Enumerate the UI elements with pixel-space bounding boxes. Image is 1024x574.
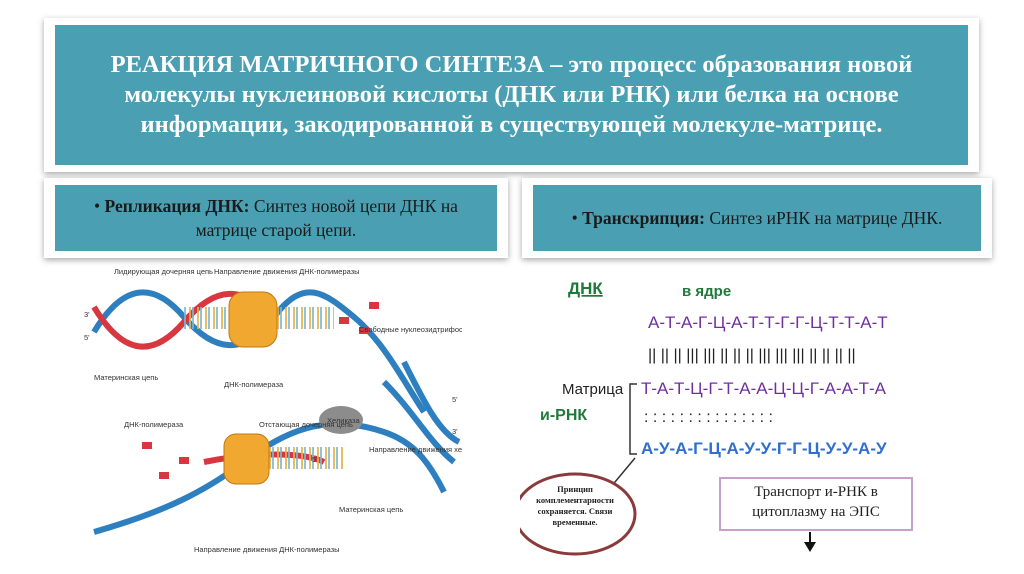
bullet-marker: • xyxy=(94,196,101,216)
matrix-label: Матрица xyxy=(562,381,624,398)
dna-bonds: || || || ||| ||| || || || ||| ||| ||| ||… xyxy=(648,347,856,364)
transport-box xyxy=(719,477,913,531)
replication-panel: • Репликация ДНК: Синтез новой цепи ДНК … xyxy=(44,178,508,258)
label-poly-mid: ДНК-полимераза xyxy=(224,380,284,389)
transport-note: Транспорт и-РНК в цитоплазму на ЭПС xyxy=(752,484,880,520)
transcription-description: Синтез иРНК на матрице ДНК. xyxy=(709,208,943,228)
transcription-panel: • Транскрипция: Синтез иРНК на матрице Д… xyxy=(522,178,992,258)
replication-text: • Репликация ДНК: Синтез новой цепи ДНК … xyxy=(66,194,486,242)
bullet-marker: • xyxy=(571,208,578,228)
label-5-top: 5' xyxy=(84,333,90,342)
label-3-right: 3' xyxy=(452,427,458,436)
title-panel: РЕАКЦИЯ МАТРИЧНОГО СИНТЕЗА – это процесс… xyxy=(44,18,979,172)
rna-strand: А-У-А-Г-Ц-А-У-У-Г-Г-Ц-У-У-А-У xyxy=(641,439,887,458)
label-5-bottom: 5' xyxy=(312,455,318,464)
label-lagging: Отстающая дочерняя цепь xyxy=(259,420,353,429)
transcription-box: • Транскрипция: Синтез иРНК на матрице Д… xyxy=(533,185,981,251)
replication-term: Репликация ДНК: xyxy=(104,196,250,216)
replication-box: • Репликация ДНК: Синтез новой цепи ДНК … xyxy=(55,185,497,251)
transport-arrow-head xyxy=(804,542,816,552)
principle-note: Принцип комплементарности сохраняется. С… xyxy=(536,484,614,527)
dna-label: ДНК xyxy=(568,279,603,298)
transcription-text: • Транскрипция: Синтез иРНК на матрице Д… xyxy=(547,206,967,230)
principle-oval xyxy=(520,472,637,556)
irna-label: и-РНК xyxy=(540,407,587,424)
dna-strand: А-Т-А-Г-Ц-А-Т-Т-Г-Г-Ц-Т-Т-А-Т xyxy=(648,313,888,332)
title-box: РЕАКЦИЯ МАТРИЧНОГО СИНТЕЗА – это процесс… xyxy=(55,25,968,165)
label-leading: Лидирующая дочерняя цепь xyxy=(114,267,213,276)
label-maternal-bottom: Материнская цепь xyxy=(339,505,403,514)
transcription-term: Транскрипция: xyxy=(582,208,705,228)
matrix-strand: Т-А-Т-Ц-Г-Т-А-А-Ц-Ц-Г-А-А-Т-А xyxy=(641,379,887,398)
label-dir-helicase: Направление движения хеликазы и репликат… xyxy=(369,445,462,454)
label-5-right: 5' xyxy=(452,395,458,404)
replication-description: Синтез новой цепи ДНК на матрице старой … xyxy=(195,196,458,240)
transcription-diagram: ДНК в ядре А-Т-А-Г-Ц-А-Т-Т-Г-Г-Ц-Т-Т-А-Т… xyxy=(520,279,913,556)
label-direction-poly: Направление движения ДНК-полимеразы xyxy=(214,267,360,276)
rna-bonds: : : : : : : : : : : : : : : : xyxy=(644,409,773,426)
matrix-bracket xyxy=(629,383,637,455)
label-free-nucleotides: Свободные нуклеозидтрифосфаты xyxy=(359,325,462,334)
label-maternal-top: Материнская цепь xyxy=(94,373,158,382)
label-3-top: 3' xyxy=(84,310,90,319)
definition-title: РЕАКЦИЯ МАТРИЧНОГО СИНТЕЗА – это процесс… xyxy=(110,51,913,138)
label-helicase: Хеликаза xyxy=(327,416,360,425)
label-dir-poly-bottom: Направление движения ДНК-полимеразы xyxy=(194,545,340,554)
nucleus-label: в ядре xyxy=(682,283,731,300)
label-poly-bottom: ДНК-полимераза xyxy=(124,420,184,429)
replication-diagram: Хеликаза Лидирующая дочерняя цепь Направ… xyxy=(84,267,462,554)
